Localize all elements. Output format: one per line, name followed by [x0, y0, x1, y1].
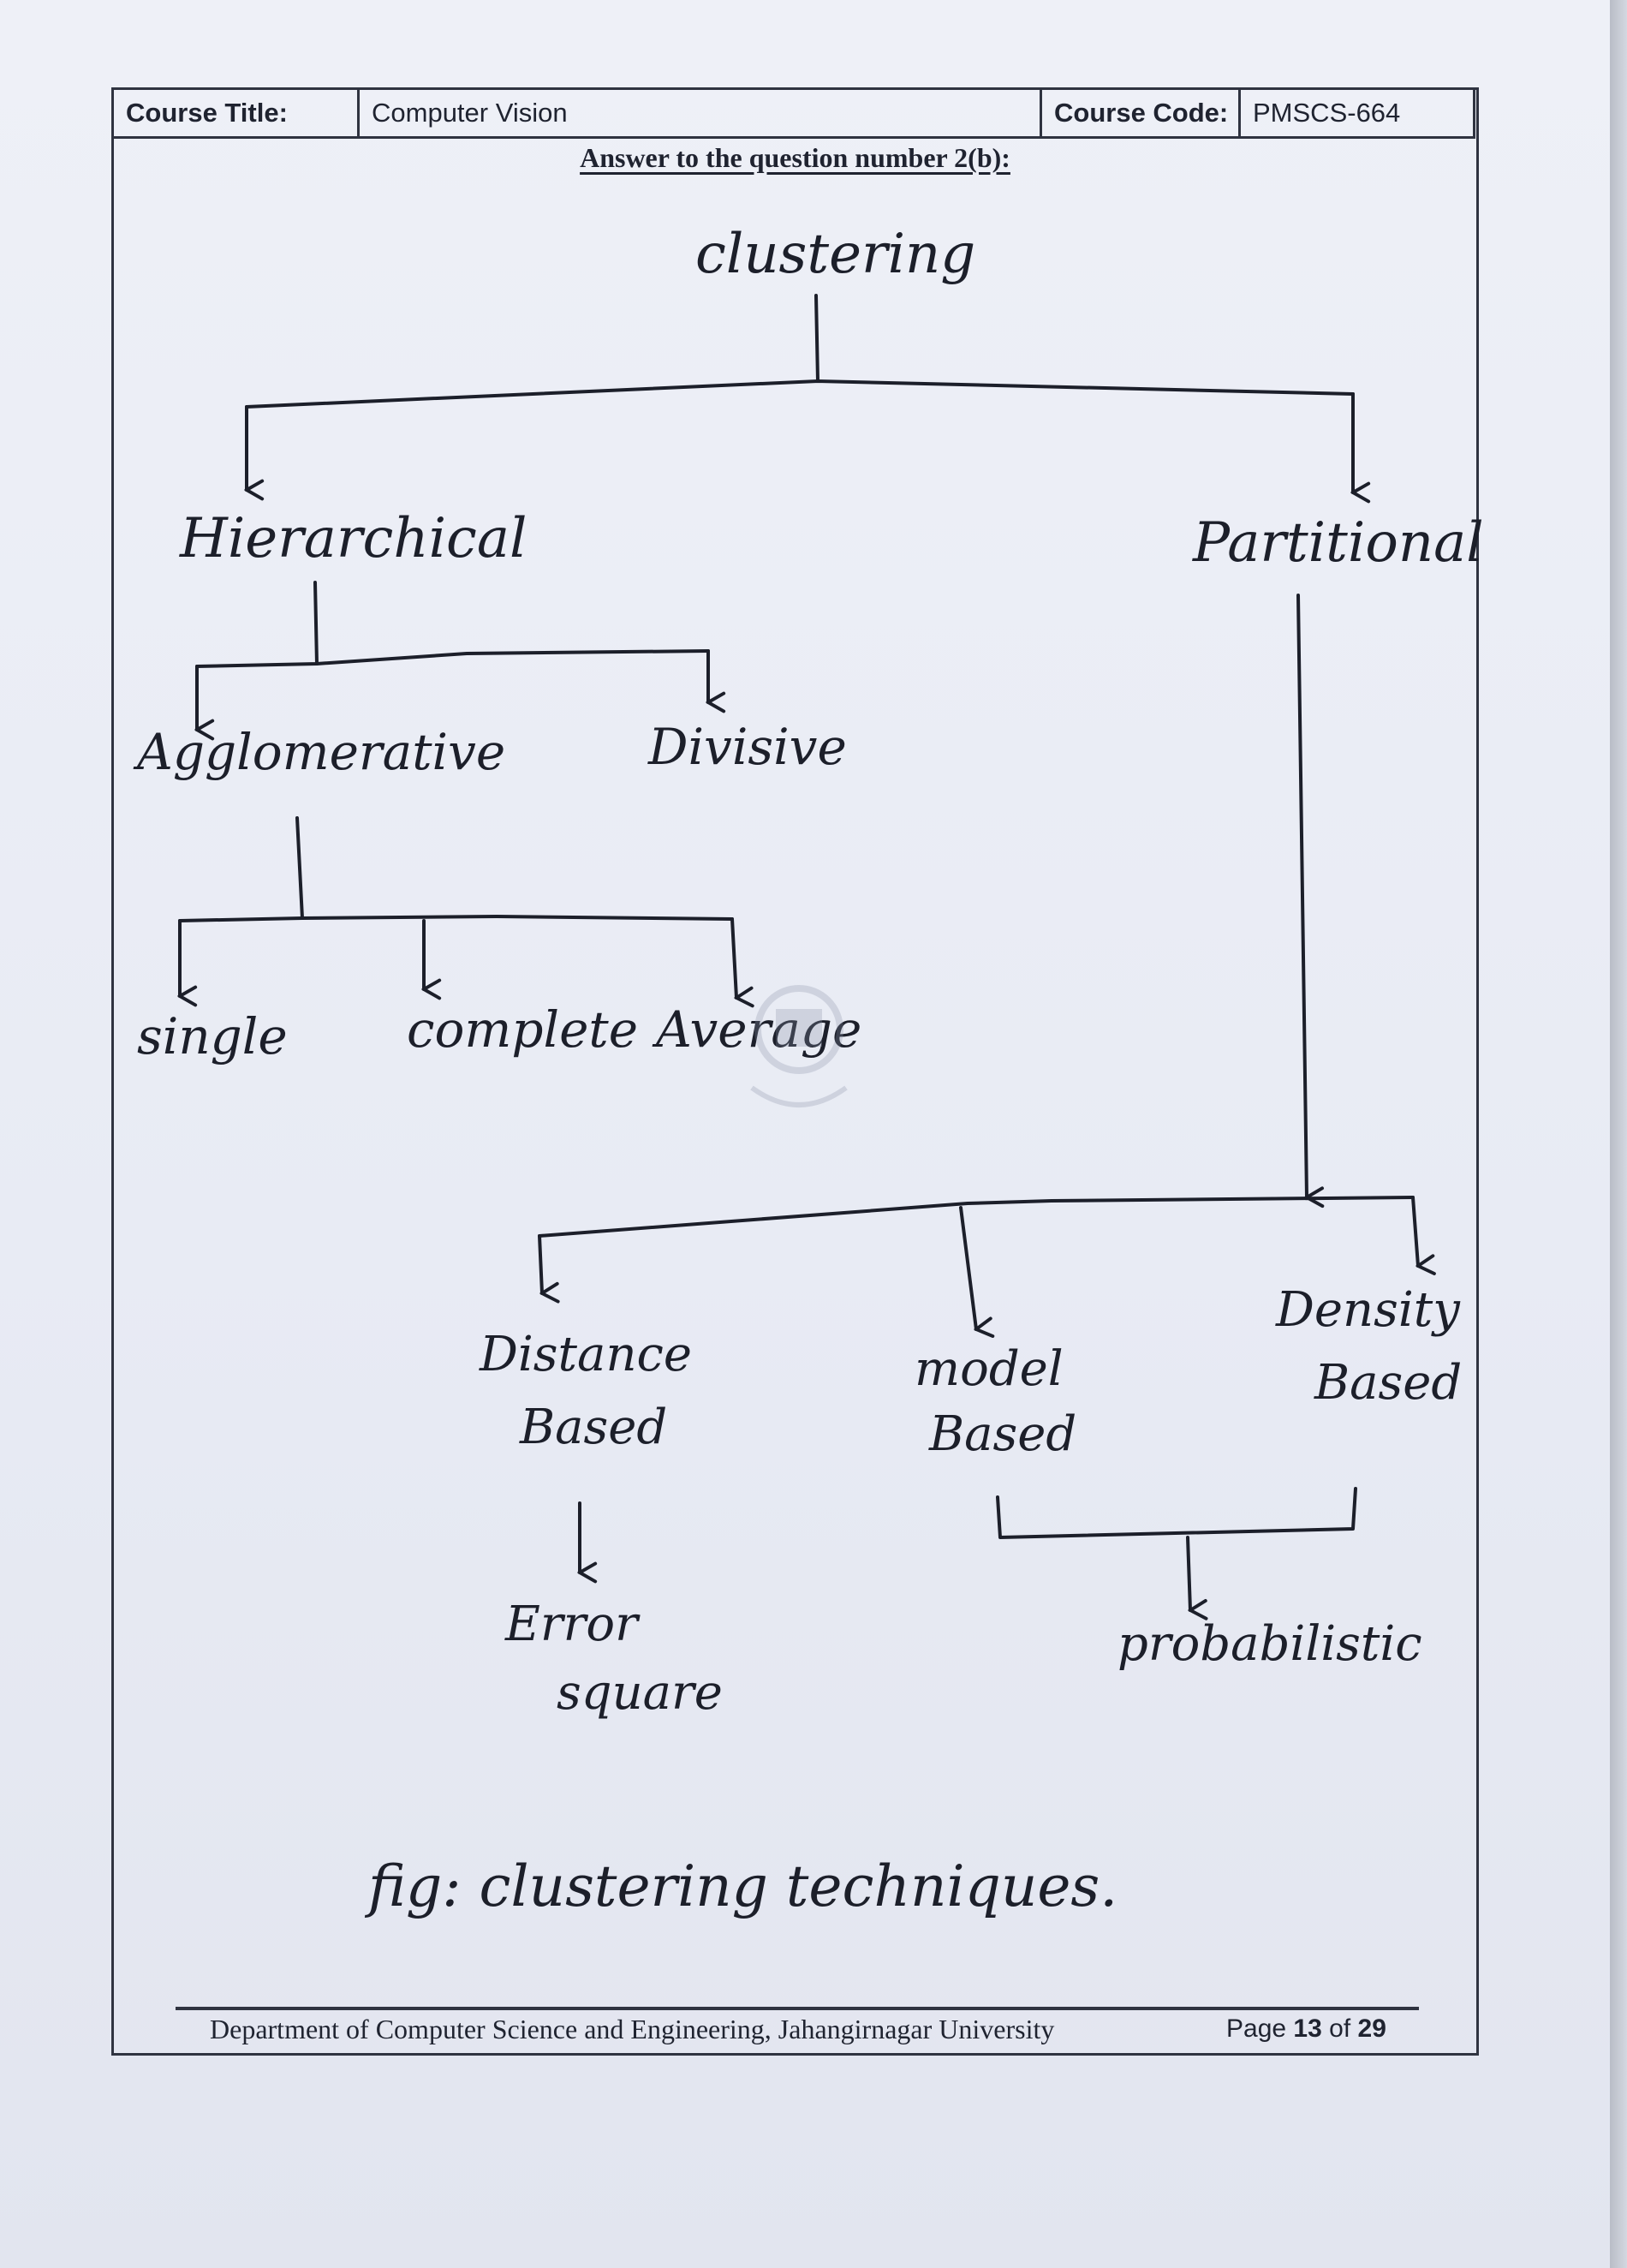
page-of: of: [1329, 2014, 1351, 2043]
edge-to-density-based: [1411, 1196, 1418, 1266]
node-complete: complete: [407, 1000, 638, 1059]
paper-edge: [1610, 0, 1627, 2268]
node-hierarchical: Hierarchical: [179, 507, 527, 570]
course-title-label: Course Title:: [111, 87, 360, 139]
footer-department: Department of Computer Science and Engin…: [210, 2014, 1055, 2044]
edge-hier-stem: [313, 581, 319, 665]
edge-agglo-stem: [295, 816, 304, 920]
page-current: 13: [1293, 2014, 1322, 2043]
node-single: single: [137, 1007, 288, 1065]
answer-heading: Answer to the question number 2(b):: [580, 142, 1010, 173]
node-distance-based-label: Based: [519, 1400, 667, 1455]
node-model-based-label: Based: [928, 1406, 1076, 1462]
node-agglomerative: Agglomerative: [133, 723, 505, 781]
edge-prob-bracket: [996, 1487, 1357, 1539]
node-error-square-label: square: [557, 1665, 723, 1721]
edge-partitional-stem: [1296, 594, 1307, 1197]
node-clustering: clustering: [695, 223, 975, 286]
page-number: Page 13 of 29: [1226, 2014, 1386, 2044]
node-density-based-label: Based: [1314, 1355, 1462, 1411]
course-title-value: Computer Vision: [357, 87, 1042, 139]
course-code-value: PMSCS-664: [1238, 87, 1475, 139]
page-border: [111, 87, 1479, 2056]
edge-to-probabilistic: [1186, 1536, 1190, 1610]
node-density-label: Density: [1275, 1282, 1461, 1338]
node-average: Average: [652, 1000, 861, 1059]
page-total: 29: [1357, 2014, 1386, 2043]
edge-to-model-based: [959, 1206, 976, 1329]
edge-root-bar: [245, 379, 1355, 409]
figure-caption: fig: clustering techniques.: [364, 1853, 1117, 1919]
node-model-label: model: [915, 1341, 1064, 1397]
edge-to-distance-based: [538, 1234, 542, 1293]
edge-agglo-bar: [178, 915, 734, 922]
edge-to-average: [730, 917, 736, 998]
university-seal-watermark: [750, 985, 848, 1107]
node-probabilistic: probabilistic: [1117, 1616, 1422, 1672]
edge-root-stem: [814, 294, 819, 383]
node-distance-label: Distance: [479, 1327, 692, 1382]
node-divisive: Divisive: [647, 718, 847, 776]
node-error-label: Error: [504, 1597, 641, 1652]
edge-partitional-bar: [538, 1196, 1415, 1238]
course-header-table: Course Title: Computer Vision Course Cod…: [111, 87, 1475, 139]
footer-rule: [176, 2007, 1419, 2010]
course-code-label: Course Code:: [1040, 87, 1241, 139]
node-partitional: Partitional: [1192, 511, 1484, 575]
edge-hier-bar: [195, 649, 710, 668]
page-prefix: Page: [1226, 2014, 1287, 2043]
